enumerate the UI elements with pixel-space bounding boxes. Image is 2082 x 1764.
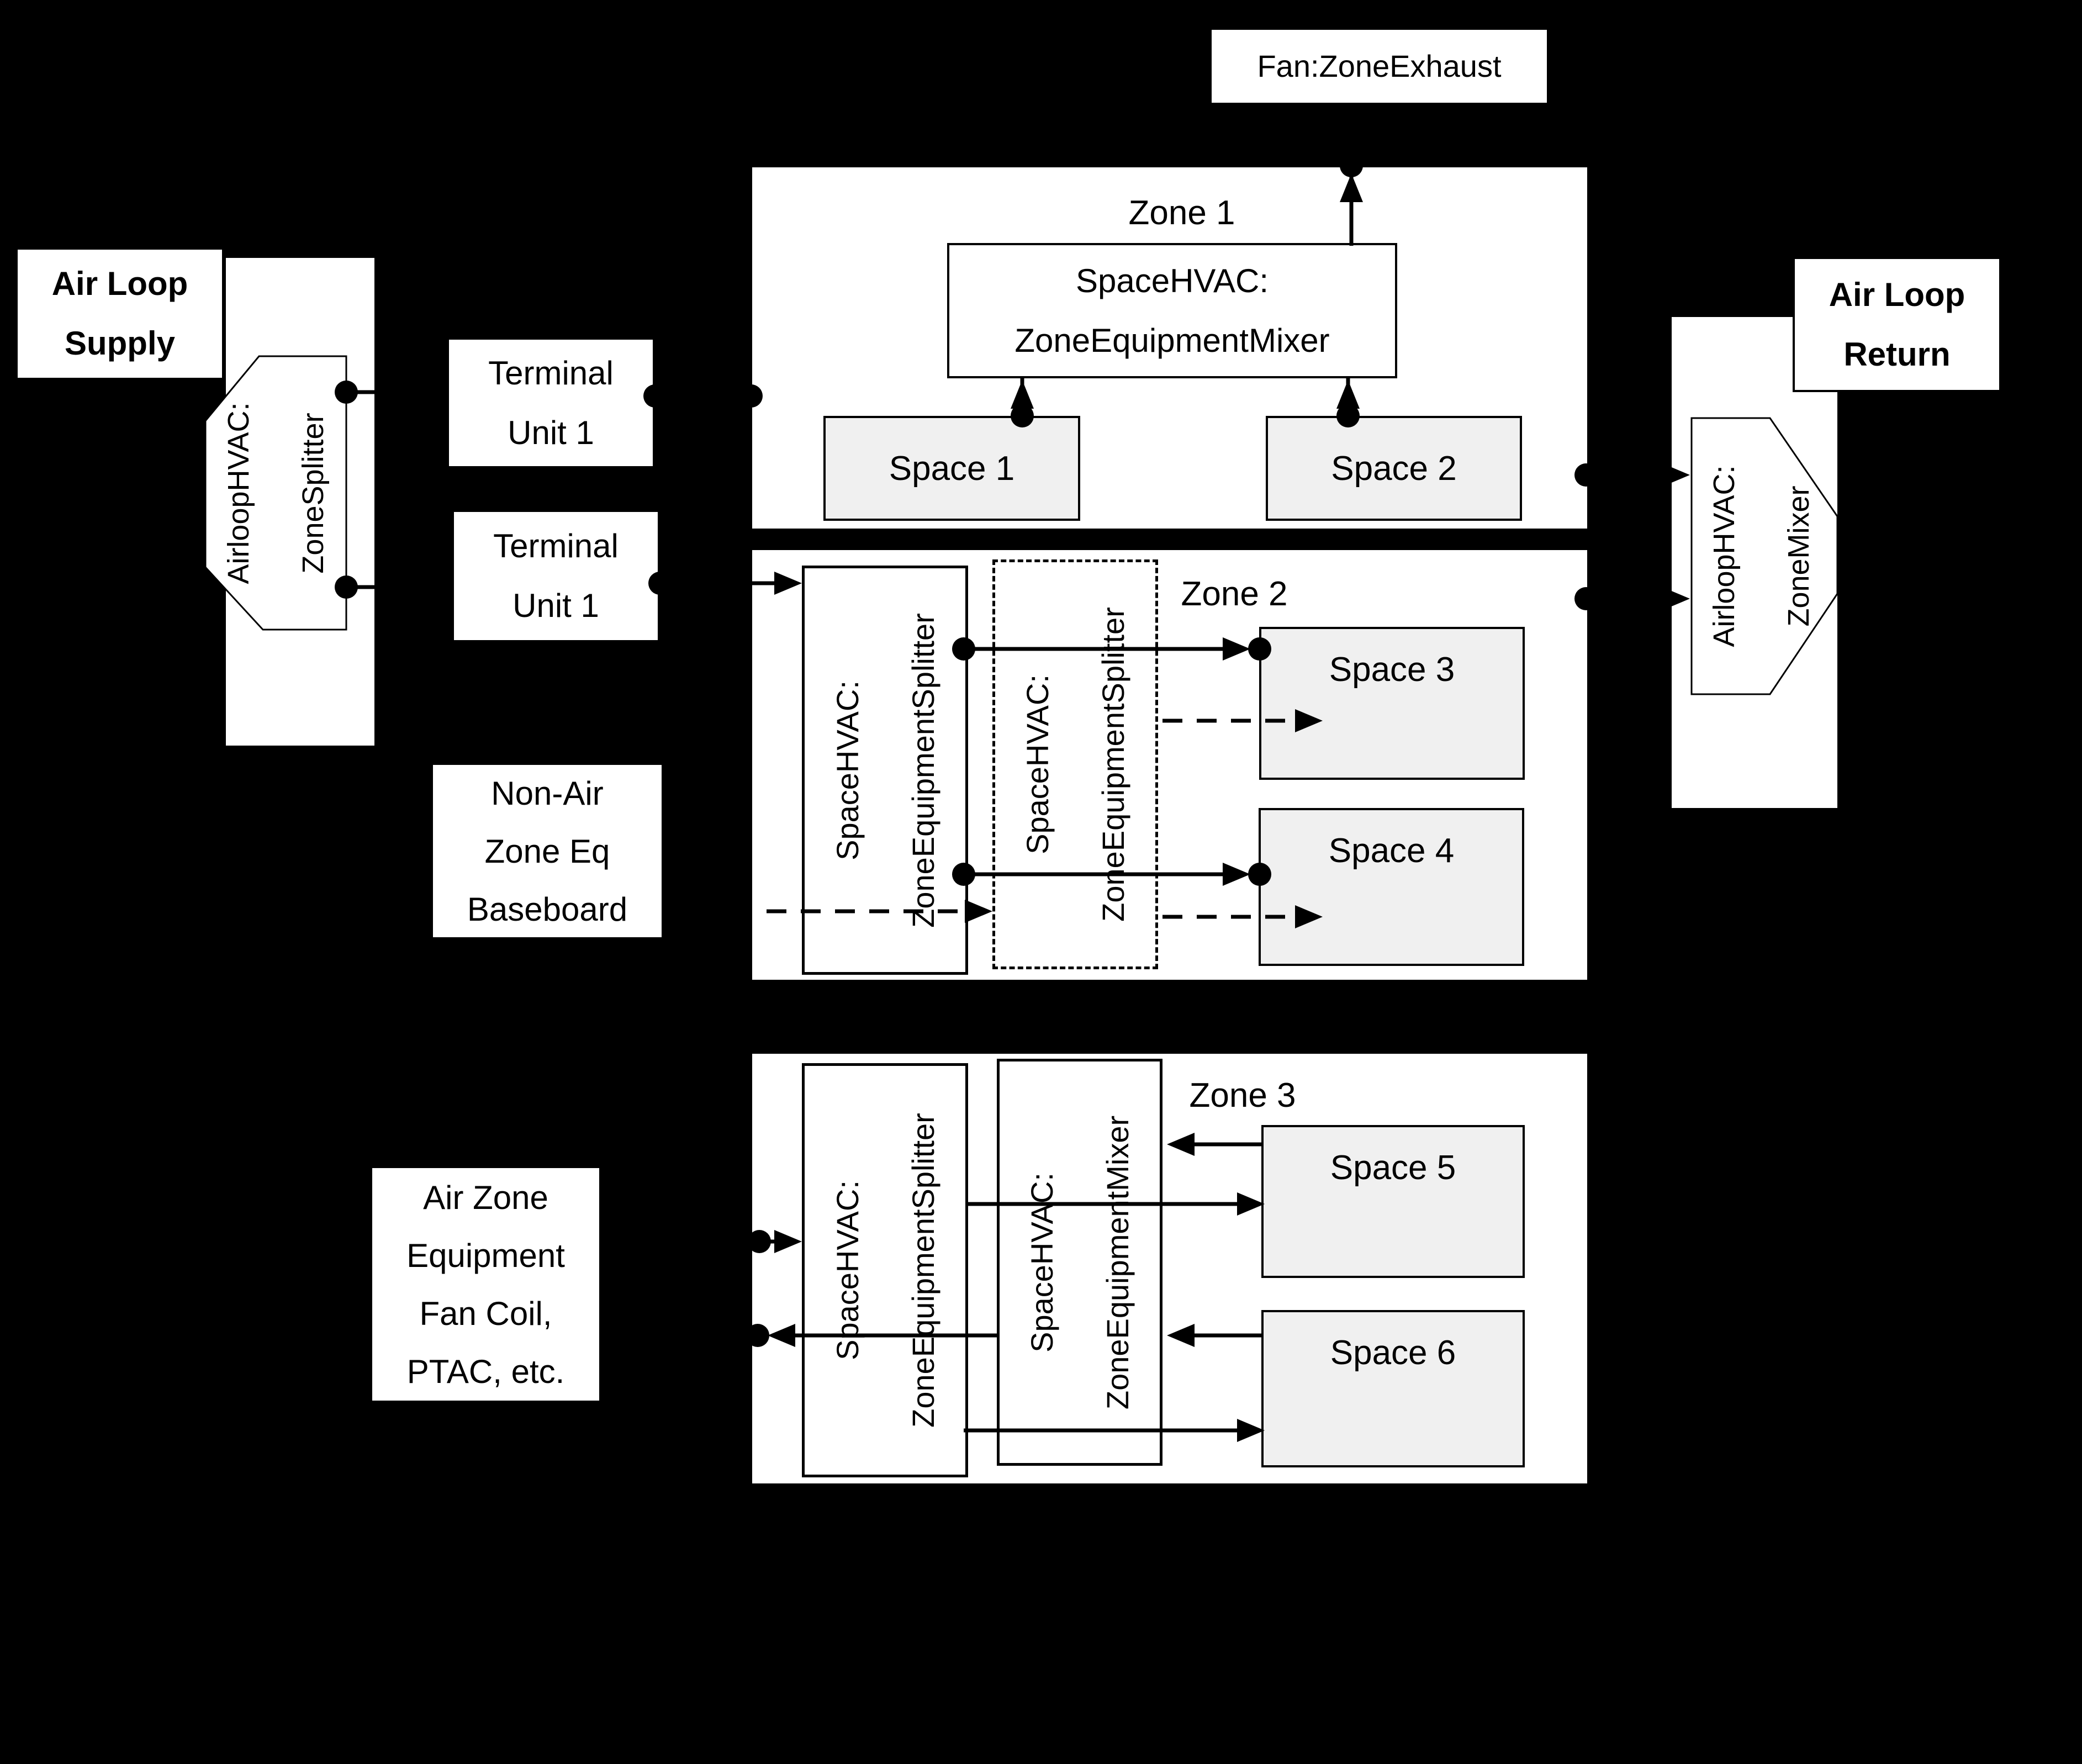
space-3-label: Space 3 [1329,651,1455,689]
airloop-zone-mixer-hexagon [1690,417,1838,695]
dot-space3-in [1248,637,1271,661]
zone3-equipment-mixer-box: SpaceHVAC: ZoneEquipmentMixer [997,1059,1162,1466]
air-loop-supply-box: Air Loop Supply [15,247,224,380]
arrow-right-zone1-mixer [1662,463,1690,487]
dot-tu-a-out [643,384,667,408]
arrow-right-dashed-splitter [965,900,992,923]
zone1-mixer-line1: SpaceHVAC: [1075,262,1269,299]
dot-splitter-out1 [335,381,358,404]
non-air-line2: Zone Eq [484,832,610,870]
space-4-label: Space 4 [1328,832,1455,870]
space-6-label: Space 6 [1330,1334,1456,1372]
dot-tu-b-out [648,572,672,595]
space-3-box: Space 3 [1259,627,1525,780]
air-loop-return-line1: Air Loop [1829,276,1965,313]
non-air-zone-equipment-box: Non-Air Zone Eq Baseboard [431,763,664,939]
zone1-mixer-line2: ZoneEquipmentMixer [1014,321,1330,359]
dot-zone2-right [1574,587,1598,610]
zone-3-label: Zone 3 [1189,1076,1296,1115]
space-4-box: Space 4 [1259,808,1524,966]
dot-z2splitter-out1 [952,637,975,661]
fan-zone-exhaust-label: Fan:ZoneExhaust [1257,48,1502,83]
zone-1-label: Zone 1 [1128,194,1235,232]
air-loop-return-box: Air Loop Return [1793,257,2001,392]
arrow-right-z3-splitter [774,1230,802,1253]
air-zone-eq-line2: Equipment [406,1237,565,1274]
dot-zone1-top [1340,154,1363,177]
dot-space2-top [1336,404,1360,427]
air-loop-supply-line1: Air Loop [51,265,188,302]
arrow-left-z3mixer-bottom [1167,1324,1195,1347]
non-air-line3: Baseboard [467,890,628,928]
dot-zone1-right [1574,463,1598,487]
terminal-unit-a-line1: Terminal [488,354,614,392]
dot-space4-in [1248,863,1271,886]
arrow-right-space6 [1237,1419,1265,1442]
air-zone-equipment-box: Air Zone Equipment Fan Coil, PTAC, etc. [370,1166,601,1403]
arrow-left-z3-return [768,1324,795,1347]
terminal-unit-b-line2: Unit 1 [512,587,599,624]
arrow-right-space4 [1223,863,1250,886]
arrow-right-space5 [1237,1192,1265,1216]
arrow-right-zone2-mixer [1662,587,1690,610]
air-loop-return-line2: Return [1843,335,1951,373]
air-zone-eq-line4: PTAC, etc. [406,1353,565,1390]
dot-z2splitter-out2 [952,863,975,886]
zone-2-label: Zone 2 [1181,575,1288,613]
space-1-label: Space 1 [889,449,1015,488]
fan-zone-exhaust-box: Fan:ZoneExhaust [1209,28,1549,105]
arrow-up-space2 [1336,380,1360,409]
terminal-unit-b-line1: Terminal [493,527,619,564]
dot-zone3-left-return [746,1324,769,1347]
arrow-right-space3-dashed [1295,709,1323,732]
air-loop-supply-line2: Supply [64,325,175,362]
terminal-unit-a-line2: Unit 1 [508,414,594,451]
arrowheads [768,173,1690,1442]
space-6-box: Space 6 [1261,1310,1525,1467]
arrow-right-tu-b [774,572,802,595]
airloop-zone-splitter-hexagon [204,355,347,631]
solid-connectors [346,105,1665,1433]
dot-zone1-left [739,384,763,408]
dot-zone3-left-supply [748,1230,771,1253]
air-zone-eq-line3: Fan Coil, [419,1295,552,1332]
space-5-box: Space 5 [1261,1125,1525,1278]
dot-space1-top [1011,404,1034,427]
air-zone-eq-line1: Air Zone [423,1179,548,1216]
dot-splitter-out2 [335,575,358,599]
arrow-left-z3mixer-top [1167,1133,1195,1156]
arrow-up-fan [1340,173,1363,202]
zone3-equipment-splitter-box: SpaceHVAC: ZoneEquipmentSplitter [802,1063,968,1477]
dashed-connectors [664,719,1295,919]
zone1-equipment-mixer-box: SpaceHVAC: ZoneEquipmentMixer [947,243,1397,378]
space-2-label: Space 2 [1331,449,1457,488]
zone2-equipment-splitter-dashed-box: SpaceHVAC: ZoneEquipmentSplitter [992,559,1158,969]
zone2-equipment-splitter-solid-box: SpaceHVAC: ZoneEquipmentSplitter [802,566,968,975]
terminal-unit-box-b: Terminal Unit 1 [452,510,660,642]
space-2-box: Space 2 [1266,416,1522,521]
junction-dots [335,154,1598,1347]
arrow-up-space1 [1011,380,1034,409]
arrow-right-space3 [1223,637,1250,661]
non-air-line1: Non-Air [491,774,604,812]
space-5-label: Space 5 [1330,1149,1456,1187]
space-1-box: Space 1 [823,416,1080,521]
arrow-right-space4-dashed [1295,905,1323,928]
